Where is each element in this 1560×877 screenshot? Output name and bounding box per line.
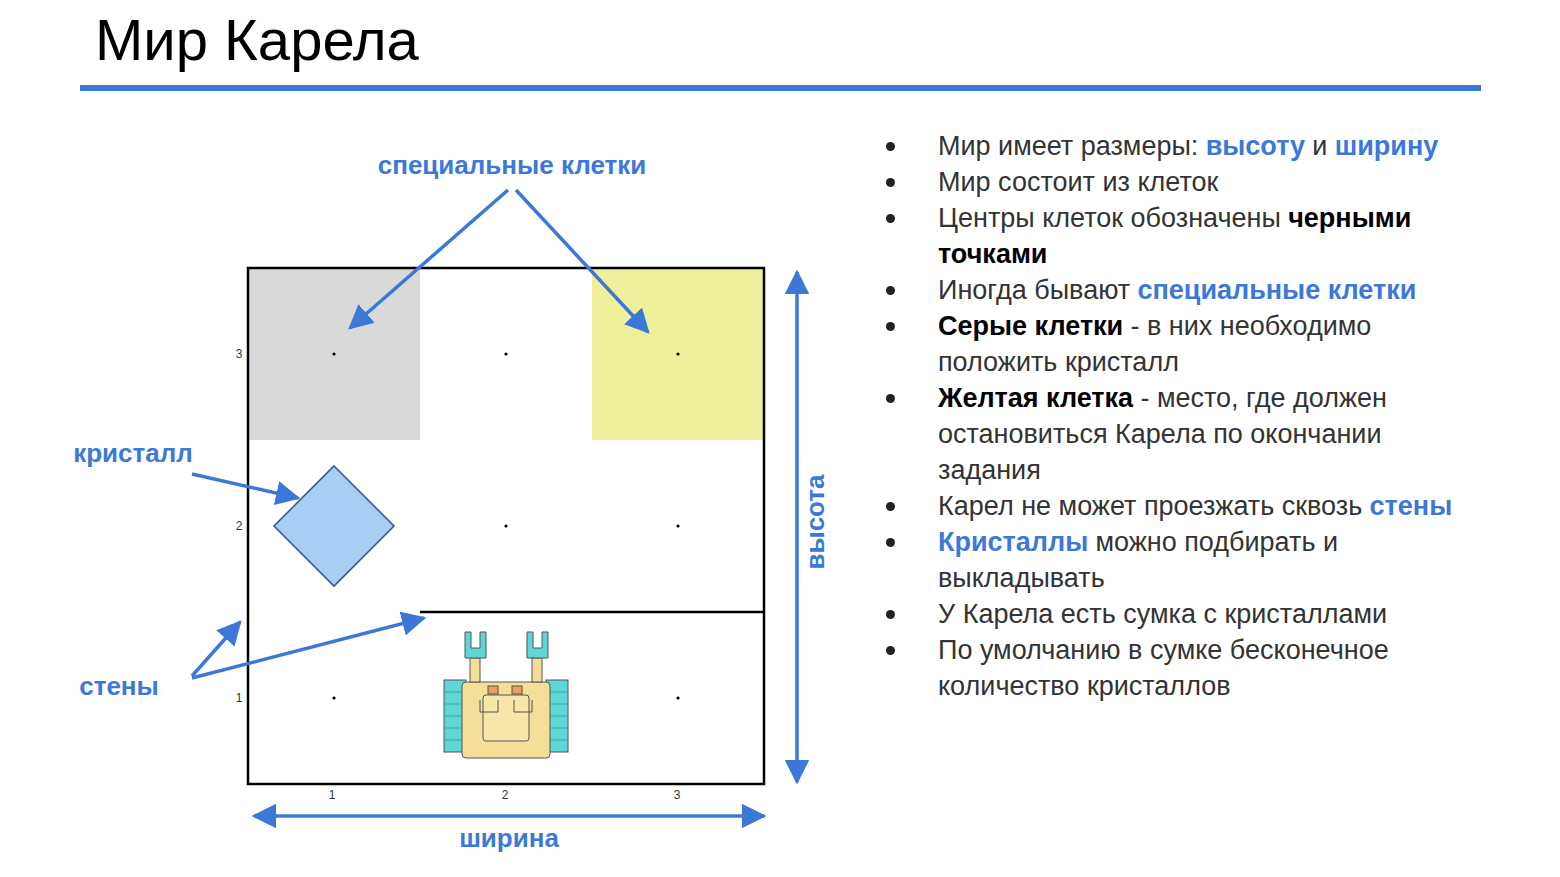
- emphasis-text: ширину: [1335, 131, 1439, 161]
- emphasis-text: специальные клетки: [1137, 275, 1416, 305]
- bullet-dot: [886, 322, 895, 331]
- bullet-dot: [886, 502, 895, 511]
- bullet-text: и: [1312, 131, 1327, 161]
- bullet-text: Центры клеток обозначены: [938, 203, 1281, 233]
- karel-robot: [444, 632, 568, 758]
- bullet-text: По умолчанию в сумке бесконечное количес…: [938, 635, 1389, 701]
- axis-number: 2: [502, 788, 509, 802]
- callout-label: стены: [79, 671, 159, 702]
- bullet-dot: [886, 610, 895, 619]
- callout-label: кристалл: [73, 438, 193, 469]
- bullet-dot: [886, 646, 895, 655]
- bullet-dot: [886, 142, 895, 151]
- callout-arrows: [192, 190, 797, 816]
- axis-number: 1: [236, 691, 243, 705]
- bullet-text: Иногда бывают: [938, 275, 1130, 305]
- bullet-item: У Карела есть сумка с кристаллами: [938, 596, 1458, 632]
- bullet-item: Карел не может проезжать сквозь стены: [938, 488, 1458, 524]
- emphasis-text: стены: [1370, 491, 1453, 521]
- bullet-item: По умолчанию в сумке бесконечное количес…: [938, 632, 1458, 704]
- emphasis-text: Серые клетки: [938, 311, 1123, 341]
- emphasis-text: высоту: [1206, 131, 1305, 161]
- title-rule: [80, 85, 1481, 91]
- bullet-list: Мир имеет размеры: высотуиширинуМир состо…: [938, 128, 1458, 704]
- emphasis-text: Желтая клетка: [938, 383, 1133, 413]
- yellow-cell: [592, 269, 763, 440]
- slide-title: Мир Карела: [95, 6, 419, 73]
- world-border: [248, 268, 764, 784]
- bullet-item: Серые клетки- в них необходимо положить …: [938, 308, 1458, 380]
- dimension-label: ширина: [459, 823, 559, 854]
- bullet-text: Карел не может проезжать сквозь: [938, 491, 1362, 521]
- bullet-text: Мир имеет размеры:: [938, 131, 1198, 161]
- gray-cell: [249, 269, 420, 440]
- bullet-dot: [886, 394, 895, 403]
- bullet-item: Желтая клетка- место, где должен останов…: [938, 380, 1458, 488]
- wall: [420, 611, 764, 614]
- axis-number: 1: [329, 788, 336, 802]
- bullet-dot: [886, 178, 895, 187]
- bullet-dot: [886, 538, 895, 547]
- crystal: [274, 466, 394, 586]
- bullet-item: Кристаллыможно подбирать и выкладывать: [938, 524, 1458, 596]
- axis-number: 3: [236, 347, 243, 361]
- bullet-dot: [886, 286, 895, 295]
- emphasis-text: Кристаллы: [938, 527, 1088, 557]
- bullet-text: У Карела есть сумка с кристаллами: [938, 599, 1387, 629]
- bullet-dot: [886, 214, 895, 223]
- bullet-item: Мир состоит из клеток: [938, 164, 1458, 200]
- bullet-item: Мир имеет размеры: высотуиширину: [938, 128, 1458, 164]
- bullet-text: Мир состоит из клеток: [938, 167, 1218, 197]
- axis-number: 2: [236, 519, 243, 533]
- bullet-item: Центры клеток обозначенычерными точками: [938, 200, 1458, 272]
- callout-label: специальные клетки: [378, 150, 647, 181]
- bullet-item: Иногда бываютспециальные клетки: [938, 272, 1458, 308]
- dimension-label: высота: [800, 474, 831, 569]
- axis-number: 3: [674, 788, 681, 802]
